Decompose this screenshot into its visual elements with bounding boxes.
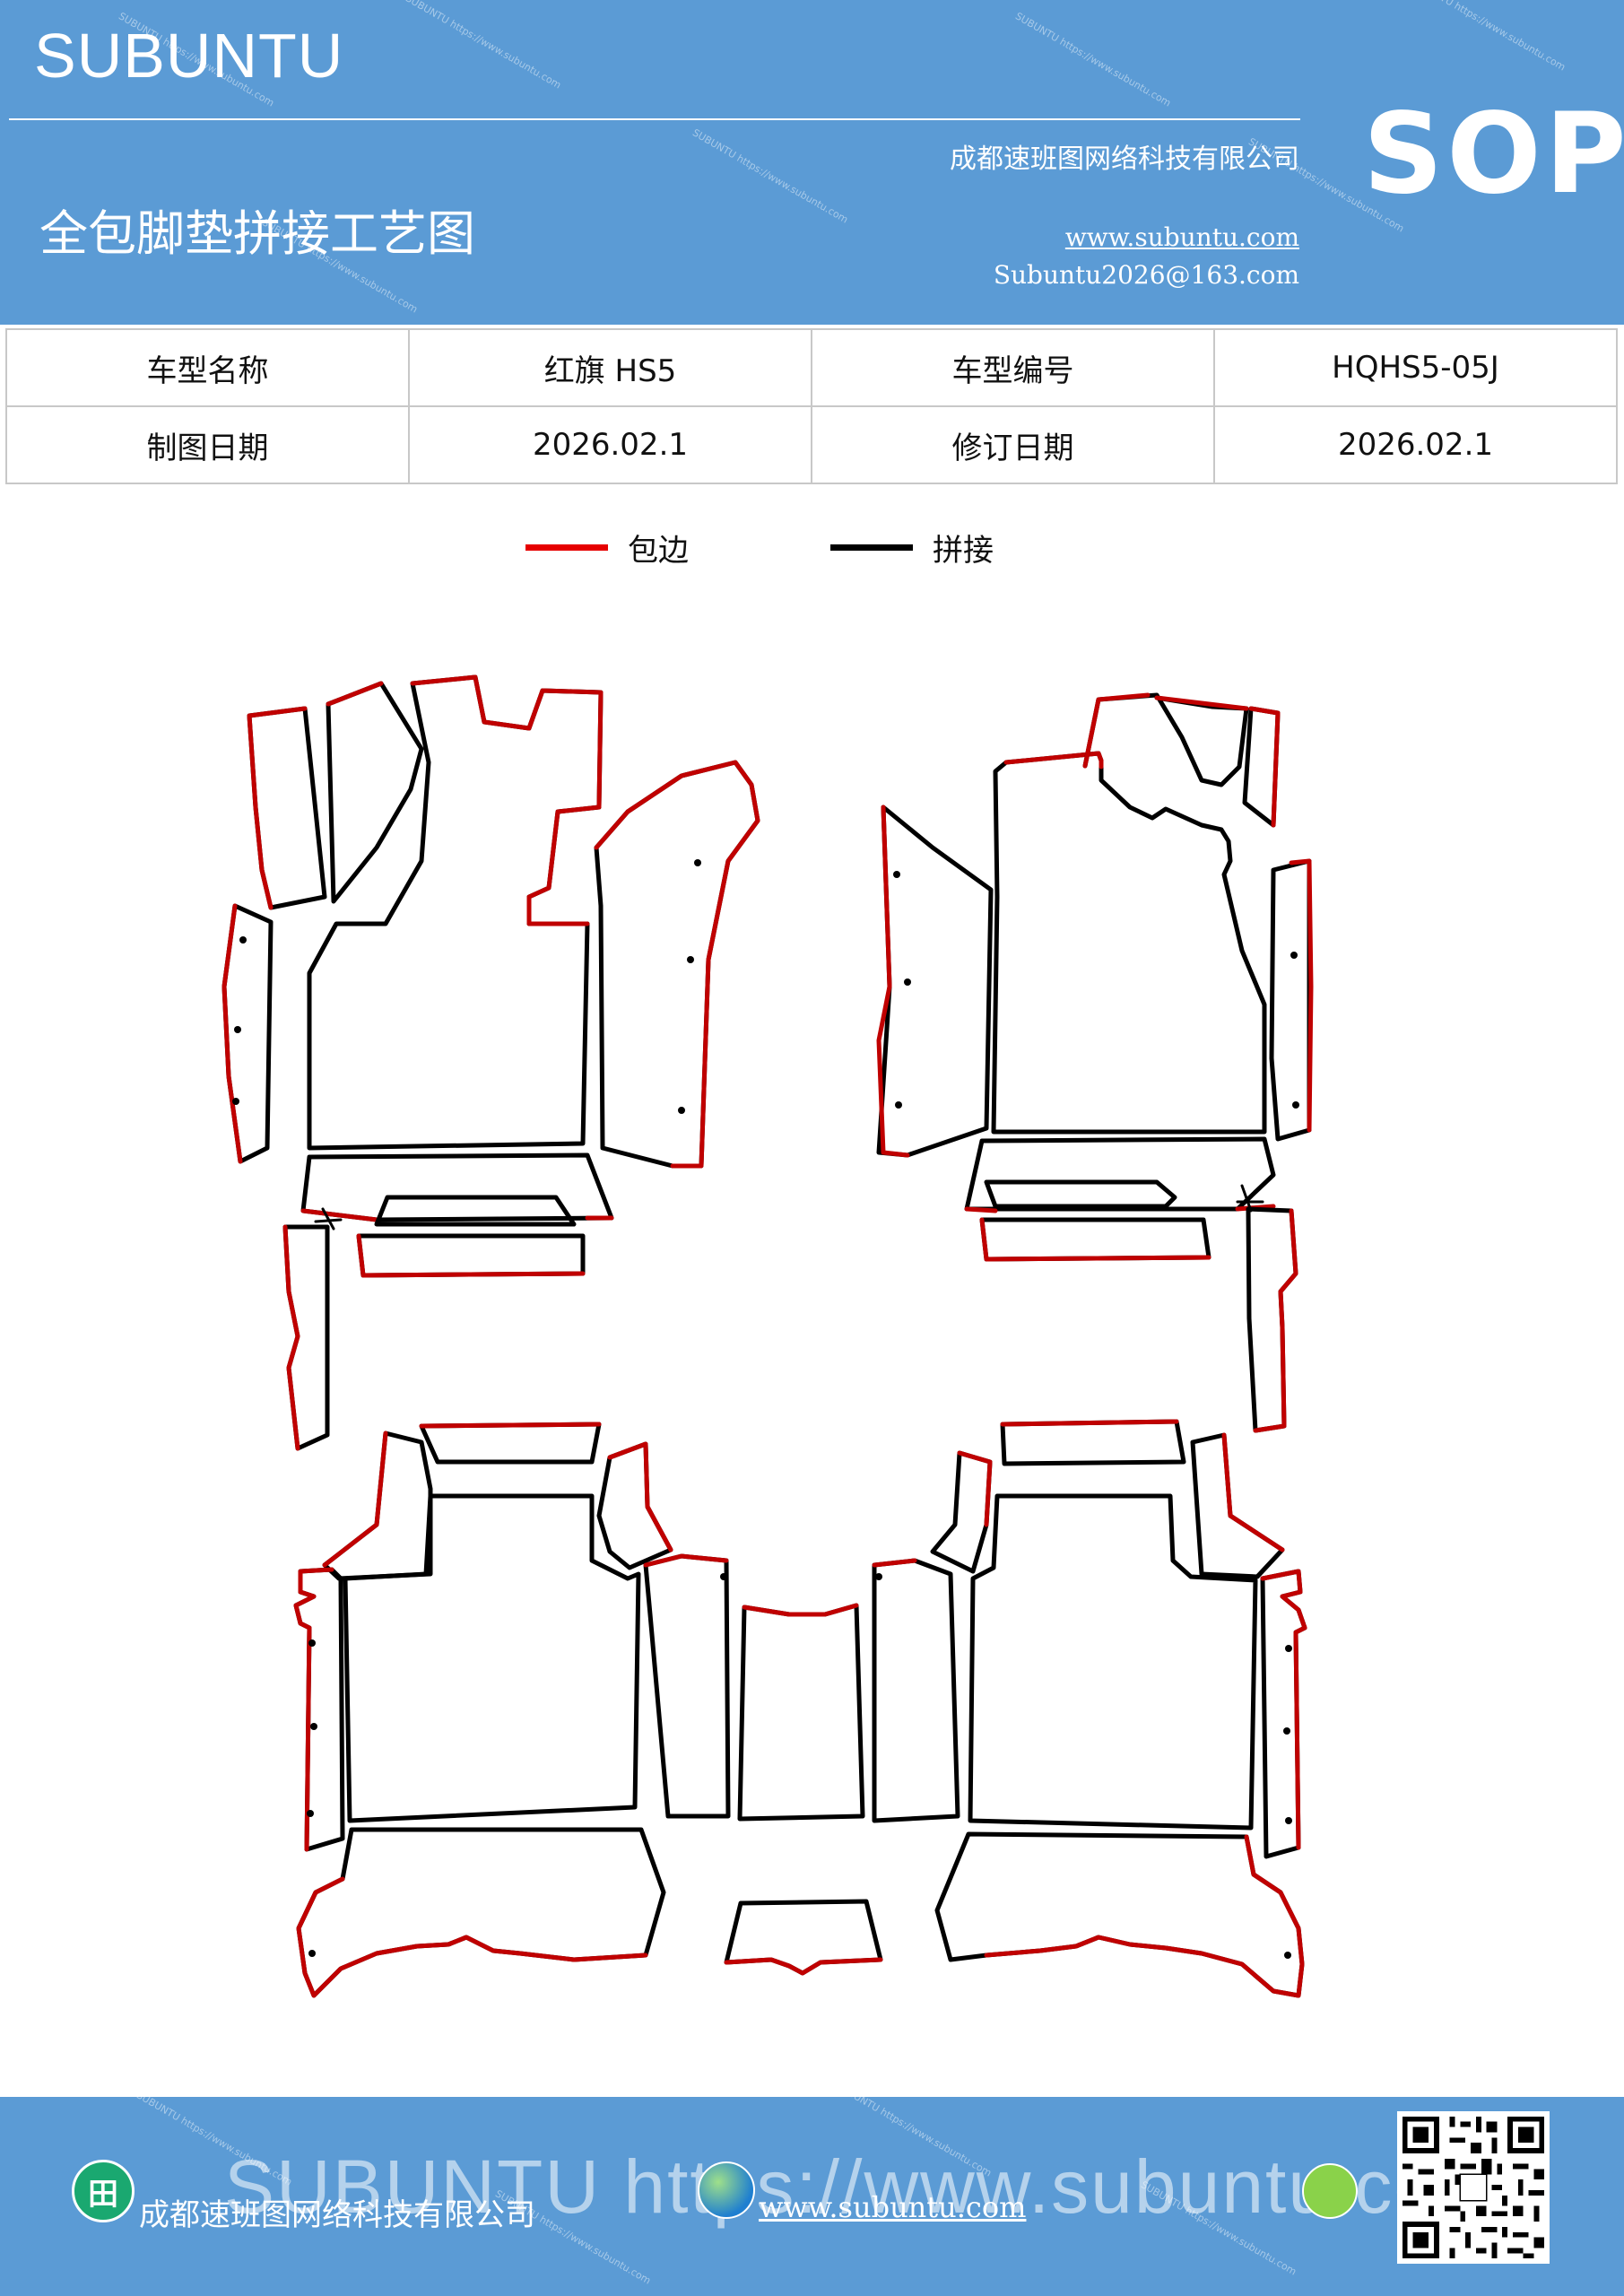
label-revision-date: 修订日期 xyxy=(811,405,1215,484)
brand-logo: SUBUNTU xyxy=(34,21,344,91)
building-icon: 田 xyxy=(72,2160,135,2222)
legend-joint: 拼接 xyxy=(830,529,994,569)
legend-joint-label: 拼接 xyxy=(933,532,994,569)
footer-banner: SUBUNTU https://www.subuntu.com SUBUNTU … xyxy=(0,2097,1624,2296)
sop-badge: SOP xyxy=(1363,90,1624,219)
footer-website-link[interactable]: www.subuntu.com xyxy=(759,2190,1027,2224)
globe-icon xyxy=(698,2161,755,2219)
header-divider xyxy=(9,118,1300,120)
table-row: 制图日期 2026.02.1 修订日期 2026.02.1 xyxy=(5,405,1618,484)
mat-front-left xyxy=(221,674,760,1451)
page-title: 全包脚垫拼接工艺图 xyxy=(39,205,475,262)
mat-rear xyxy=(293,1419,1307,1998)
value-revision-date: 2026.02.1 xyxy=(1213,405,1618,484)
table-row: 车型名称 红旗 HS5 车型编号 HQHS5-05J xyxy=(5,328,1618,407)
label-model-code: 车型编号 xyxy=(811,328,1215,407)
legend-joint-swatch xyxy=(830,544,913,551)
value-model-name: 红旗 HS5 xyxy=(408,328,812,407)
mat-front-right xyxy=(876,692,1314,1433)
qr-code xyxy=(1397,2111,1550,2264)
header-banner: SUBUNTU https://www.subuntu.com SUBUNTU … xyxy=(0,0,1624,325)
legend-edge-label: 包边 xyxy=(628,532,689,569)
value-model-code: HQHS5-05J xyxy=(1213,328,1618,407)
legend-edge: 包边 xyxy=(525,529,689,569)
vehicle-info-table: 车型名称 红旗 HS5 车型编号 HQHS5-05J 制图日期 2026.02.… xyxy=(5,328,1618,484)
wechat-icon xyxy=(1302,2163,1358,2219)
company-name: 成都速班图网络科技有限公司 xyxy=(950,144,1299,175)
footer-watermark-text: SUBUNTU https://www.subuntu.com xyxy=(224,2144,1503,2229)
label-model-name: 车型名称 xyxy=(5,328,410,407)
footer-company-name: 成都速班图网络科技有限公司 xyxy=(139,2197,535,2233)
legend-edge-swatch xyxy=(525,544,608,551)
label-draw-date: 制图日期 xyxy=(5,405,410,484)
value-draw-date: 2026.02.1 xyxy=(408,405,812,484)
website-link[interactable]: www.subuntu.com xyxy=(1064,222,1299,252)
email-address: Subuntu2026@163.com xyxy=(993,260,1299,290)
